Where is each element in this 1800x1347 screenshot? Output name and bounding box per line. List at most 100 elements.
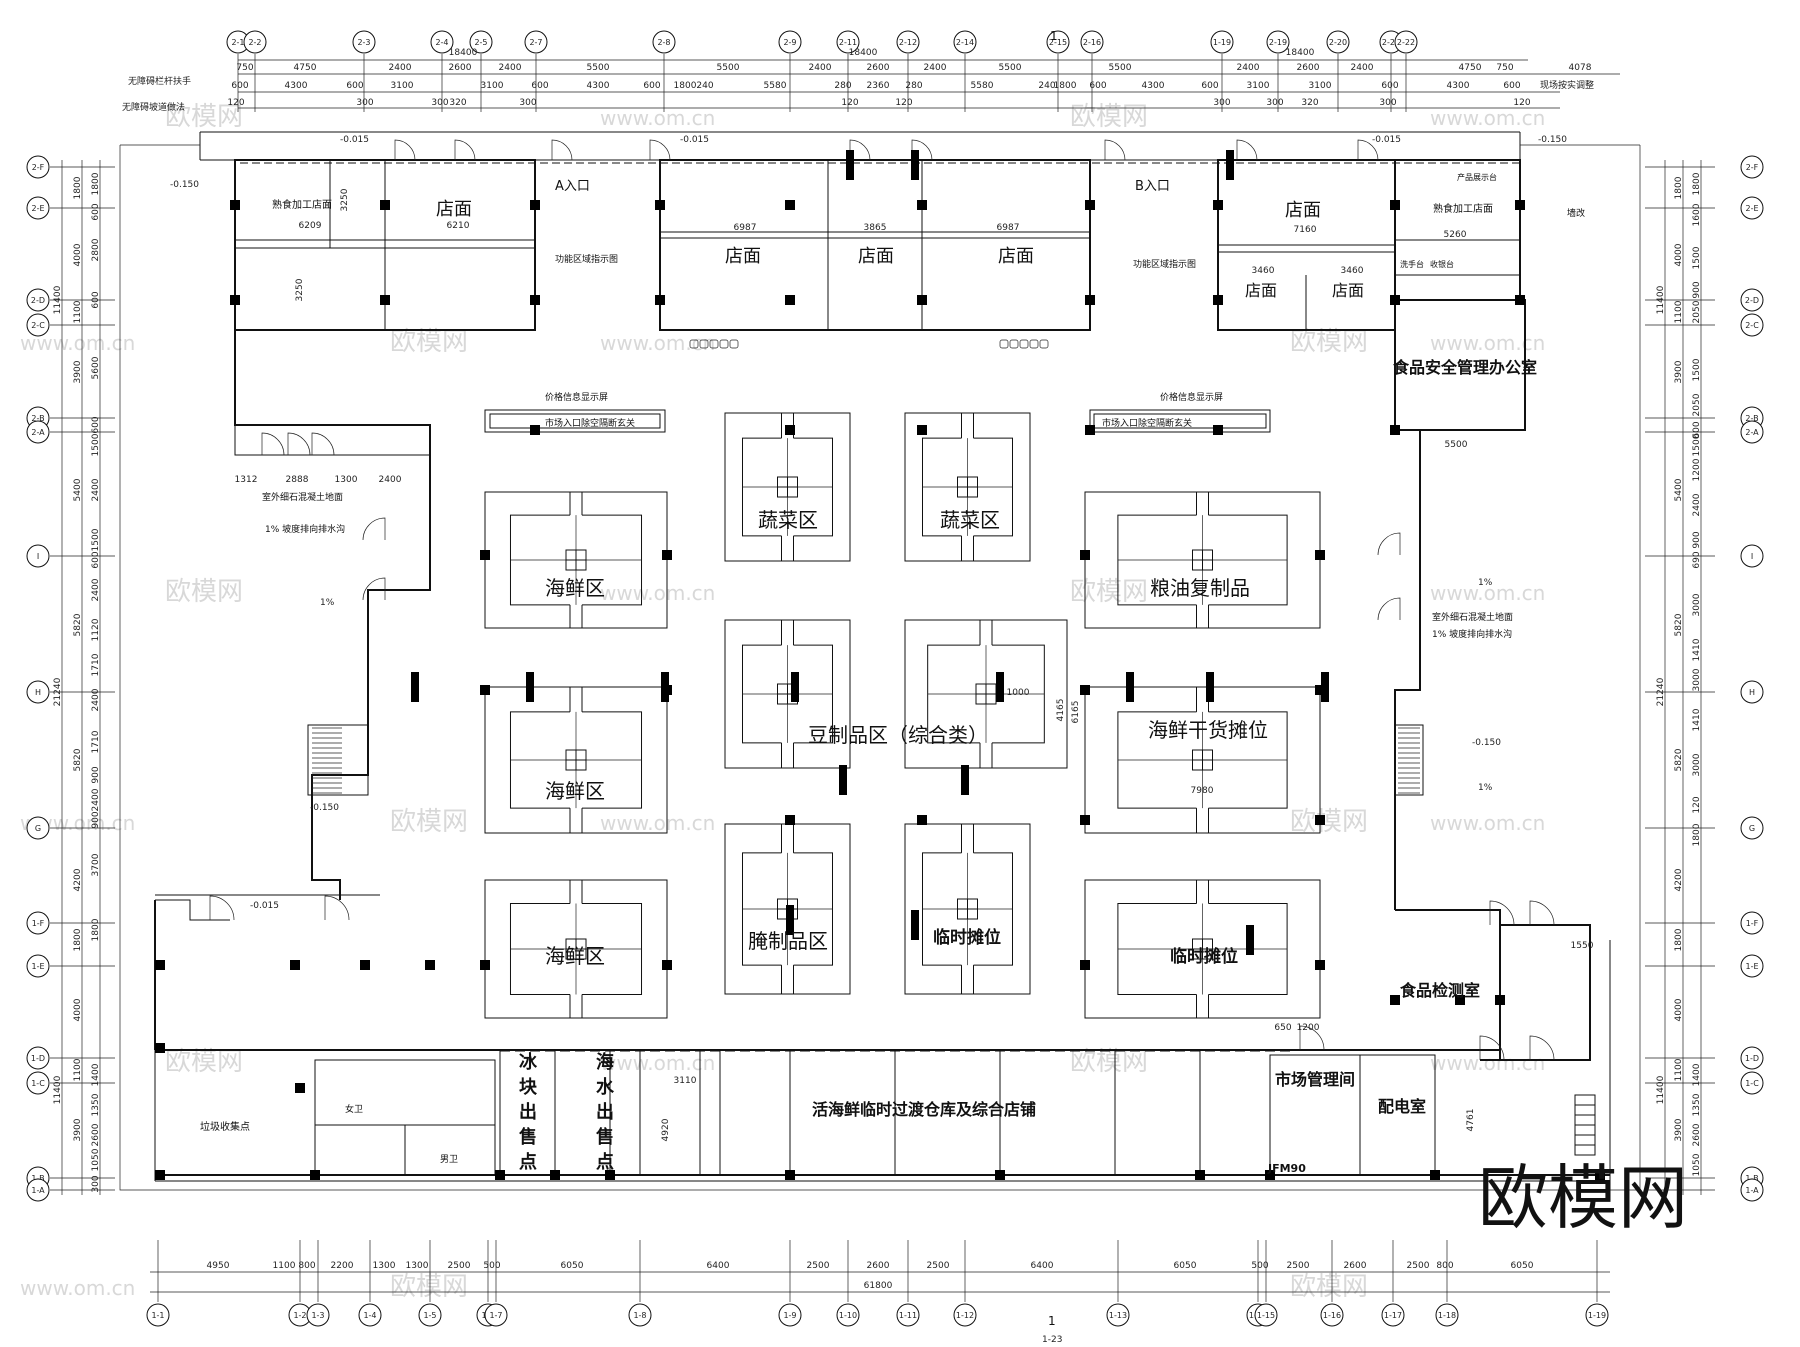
dim-left-mid: 4000 (73, 243, 83, 266)
door-swing (311, 432, 335, 456)
dim-top-row2: 3100 (391, 81, 414, 91)
dim-left-inner: 600 (91, 416, 101, 433)
column (295, 1083, 305, 1093)
dim-left-inner: 2400 (91, 478, 101, 501)
axis-right-1-A-label: 1-A (1745, 1186, 1759, 1195)
axis-top-2-8-label: 2-8 (657, 38, 670, 47)
axis-bottom-1-19-label: 1-19 (1588, 1311, 1606, 1320)
dim-left-inner: 900 (91, 811, 101, 828)
chair-icon (729, 339, 739, 349)
dim-top-row2: 1800 (674, 81, 697, 91)
label-food-safety-office: 食品安全管理办公室 (1392, 358, 1537, 377)
door-swings (209, 139, 1555, 1061)
dim-left-inner: 1710 (91, 653, 101, 676)
dim-top-row2: 280 (834, 81, 851, 91)
dim-right-mid: 1800 (1674, 928, 1684, 951)
dim-top-total: 18400 (449, 48, 478, 58)
dim-top-row3: 320 (1301, 98, 1318, 108)
label-female-wc: 女卫 (345, 1103, 363, 1115)
label-cashier: 收银台 (1430, 259, 1454, 269)
dim-top-row2: 4300 (1447, 81, 1470, 91)
door-swing (1236, 139, 1258, 161)
wall-column (1246, 925, 1254, 955)
dim-left-outer: 11400 (53, 285, 63, 314)
top-notes: 无障碍栏杆扶手 无障碍坡道做法 现场按实调整 1 1 1-23 (122, 29, 1594, 1345)
label-outdoor-right-2: 1% 坡度排向排水沟 (1432, 628, 1512, 640)
label-cooked-food-left: 熟食加工店面 (272, 198, 332, 211)
dim-bottom-row: 800 (1436, 1261, 1453, 1271)
door-swing (1104, 139, 1126, 161)
dim-right-inner: 3000 (1692, 753, 1702, 776)
dim-left-mid: 1100 (73, 1058, 83, 1081)
bottom-service (314, 1050, 1596, 1176)
column (917, 425, 927, 435)
dim-right-outer: 11400 (1656, 1075, 1666, 1104)
stall-outer (1084, 879, 1321, 1019)
chair-icon (699, 339, 709, 349)
dim-right-inner: 690 (1692, 551, 1702, 568)
note-site-adjust: 现场按实调整 (1540, 79, 1594, 91)
axis-left-2-C (26, 313, 50, 337)
axis-bottom-1-7-label: 1-7 (489, 1311, 502, 1320)
dim-left-mid: 5820 (73, 748, 83, 771)
column (785, 425, 795, 435)
dim-bottom-row: 6050 (1174, 1261, 1197, 1271)
axis-right-1-A (1740, 1178, 1764, 1202)
axis-top-2-12 (896, 30, 920, 54)
dim-inner: 4165 (1056, 699, 1066, 722)
column (1213, 295, 1223, 305)
dim-right-mid: 3900 (1674, 360, 1684, 383)
dim-inner: 3110 (674, 1076, 697, 1086)
dim-left-outer: 11400 (53, 1075, 63, 1104)
dim-top-row2: 600 (1503, 81, 1520, 91)
column (605, 1170, 615, 1180)
axis-left-H-label: H (35, 688, 41, 697)
dim-top-row2: 240 (696, 81, 713, 91)
axis-bottom-1-3 (306, 1303, 330, 1327)
column (530, 200, 540, 210)
column (1315, 960, 1325, 970)
door-swing (287, 432, 311, 456)
dim-left-outer: 21240 (53, 677, 63, 706)
dim-right-mid: 4000 (1674, 998, 1684, 1021)
axis-bottom-1-19 (1585, 1303, 1609, 1327)
stall-outer (1084, 686, 1321, 834)
watermark-url: www.om.cn (600, 811, 715, 835)
axis-top-2-12-label: 2-12 (899, 38, 917, 47)
axis-top-2-8 (652, 30, 676, 54)
dim-left-inner: 5600 (91, 356, 101, 379)
dim-inner: 650 (1274, 1023, 1291, 1033)
door-swing (454, 139, 476, 161)
label-cooked-food-right: 熟食加工店面 (1433, 202, 1493, 215)
dim-right-inner: 2600 (1692, 1123, 1702, 1146)
axis-bottom-1-11-label: 1-11 (899, 1311, 917, 1320)
axis-bottom-1-16 (1320, 1303, 1344, 1327)
dim-left-inner: 1500 (91, 433, 101, 456)
dim-bottom-row: 1300 (373, 1261, 396, 1271)
elev-6: -0.150 (1472, 738, 1501, 748)
dim-top-row3: 320 (449, 98, 466, 108)
axis-right-2-A-label: 2-A (1745, 428, 1759, 437)
brand-logo: 欧模网 (1478, 1157, 1688, 1239)
dim-right-inner: 2400 (1692, 493, 1702, 516)
dim-right-inner: 120 (1692, 796, 1702, 813)
wall-column (786, 905, 794, 935)
label-power-room: 配电室 (1378, 1097, 1426, 1116)
wall-column (1126, 672, 1134, 702)
dim-left-inner: 600 (91, 551, 101, 568)
dim-top-row3: 300 (1213, 98, 1230, 108)
stall-outer (904, 823, 1031, 995)
label-wall-note: 墙改 (1567, 207, 1585, 219)
axis-left-2-E-label: 2-E (31, 204, 44, 213)
column (917, 295, 927, 305)
axis-top-2-2 (243, 30, 267, 54)
label-func-zone-left: 功能区域指示图 (555, 253, 618, 265)
dim-bottom-row: 1300 (406, 1261, 429, 1271)
column (1265, 1170, 1275, 1180)
dim-top-row1: 2400 (924, 63, 947, 73)
axis-left-2-F-label: 2-F (32, 163, 45, 172)
stall-outer (484, 686, 668, 834)
dim-left-inner: 1500 (91, 528, 101, 551)
